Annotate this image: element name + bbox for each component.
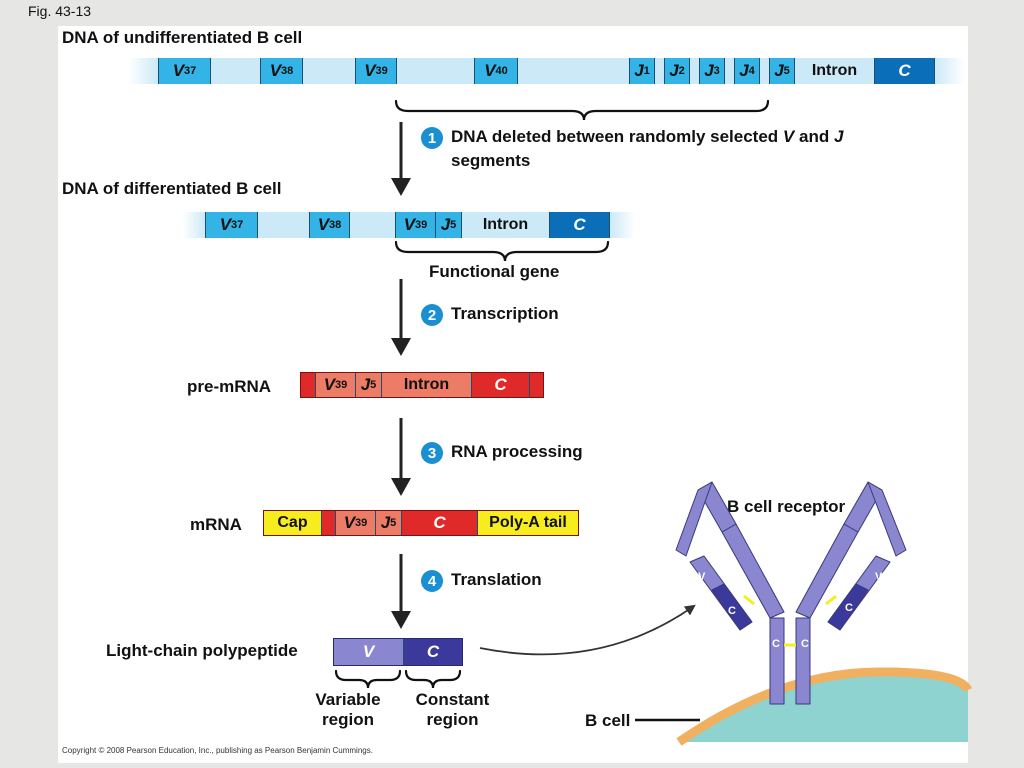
step-2-text: Transcription — [451, 304, 559, 323]
segment-intron: Intron — [381, 373, 471, 397]
spacer — [724, 58, 734, 84]
constant-domain: C — [403, 639, 462, 665]
step-4-text: Translation — [451, 570, 542, 589]
pre-mrna-label: pre-mRNA — [187, 377, 272, 396]
segment-cap: Cap — [264, 511, 321, 535]
step-3-text: RNA processing — [451, 442, 583, 461]
spacer — [349, 212, 395, 238]
segment-constant: C — [874, 58, 934, 84]
undiff-dna-title: DNA of undifferentiated B cell — [62, 28, 303, 47]
spacer — [654, 58, 664, 84]
step-4-number: 4 — [421, 570, 443, 592]
dna-end-left — [128, 58, 158, 84]
spacer — [302, 58, 355, 84]
spacer — [210, 58, 260, 84]
figure-label: Fig. 43-13 — [28, 3, 92, 19]
dna-end-right — [934, 58, 964, 84]
segment-constant: C — [471, 373, 529, 397]
b-cell-label: B cell — [585, 711, 631, 730]
polypeptide-strip: V C — [333, 638, 463, 666]
segment-polya: Poly-A tail — [477, 511, 578, 535]
copyright: Copyright © 2008 Pearson Education, Inc.… — [62, 746, 373, 755]
utr-left — [321, 511, 335, 535]
step-1-number: 1 — [421, 127, 443, 149]
variable-domain: V — [334, 639, 403, 665]
utr-left — [301, 373, 315, 397]
step-1-text-line2: segments — [451, 151, 531, 170]
spacer — [257, 212, 309, 238]
dna-end-right — [609, 212, 635, 238]
polypeptide-label: Light-chain polypeptide — [106, 641, 298, 660]
segment-intron: Intron — [461, 212, 549, 238]
spacer — [517, 58, 629, 84]
step-3-number: 3 — [421, 442, 443, 464]
mrna-label: mRNA — [190, 515, 242, 534]
segment-constant: C — [401, 511, 477, 535]
segment-constant: C — [549, 212, 609, 238]
step-2-number: 2 — [421, 304, 443, 326]
functional-gene-label: Functional gene — [429, 262, 560, 281]
receptor-title: B cell receptor — [727, 497, 846, 516]
spacer — [396, 58, 474, 84]
utr-right — [529, 373, 543, 397]
dna-end-left — [183, 212, 205, 238]
segment-intron: Intron — [794, 58, 874, 84]
spacer — [689, 58, 699, 84]
spacer — [759, 58, 769, 84]
step-1-text: DNA deleted between randomly selected V … — [451, 127, 844, 146]
diff-dna-title: DNA of differentiated B cell — [62, 179, 282, 198]
